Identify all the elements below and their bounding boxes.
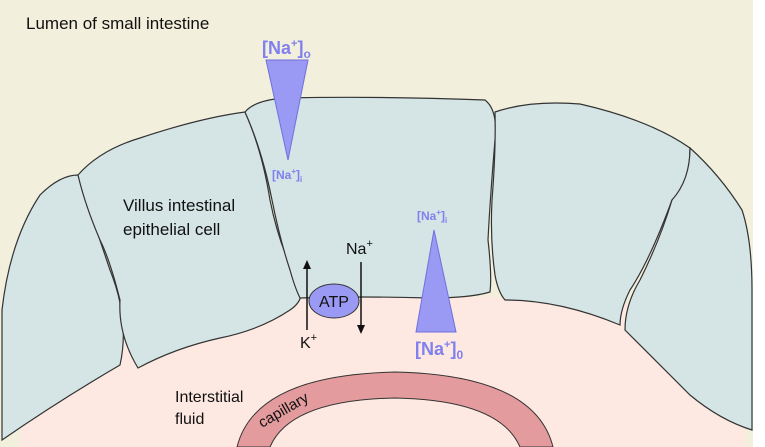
na-arrow-head	[357, 325, 365, 334]
na-ion-label: Na+	[346, 238, 373, 258]
cell-right	[490, 102, 691, 326]
cell-label-line2: epithelial cell	[123, 220, 220, 239]
lumen-label: Lumen of small intestine	[26, 14, 209, 33]
sodium-potassium-pump: ATP Na+ K+	[300, 238, 373, 352]
basal-top-label: [Na+]i	[417, 208, 447, 225]
atp-ellipse	[308, 283, 360, 319]
right-border	[753, 0, 765, 447]
k-arrow-head	[303, 260, 311, 269]
basal-sodium-gradient: [Na+]i [Na+]0	[415, 208, 463, 362]
interstitial-label-line2: fluid	[175, 411, 204, 428]
apical-top-label: [Na+]o	[262, 38, 311, 61]
basal-bottom-label: [Na+]0	[415, 339, 463, 362]
apical-sodium-gradient: [Na+]o [Na+]i	[262, 38, 311, 184]
k-ion-label: K+	[300, 332, 317, 352]
atp-label: ATP	[319, 294, 349, 311]
interstitial-label-line1: Interstitial	[175, 389, 243, 406]
cell-far-right	[624, 146, 753, 431]
apical-gradient-triangle	[265, 59, 309, 161]
cell-label-line1: Villus intestinal	[123, 196, 235, 215]
apical-bottom-label: [Na+]i	[272, 167, 302, 184]
cell-far-left	[1, 174, 124, 442]
basal-gradient-triangle	[415, 229, 457, 333]
cell-left	[77, 111, 302, 369]
